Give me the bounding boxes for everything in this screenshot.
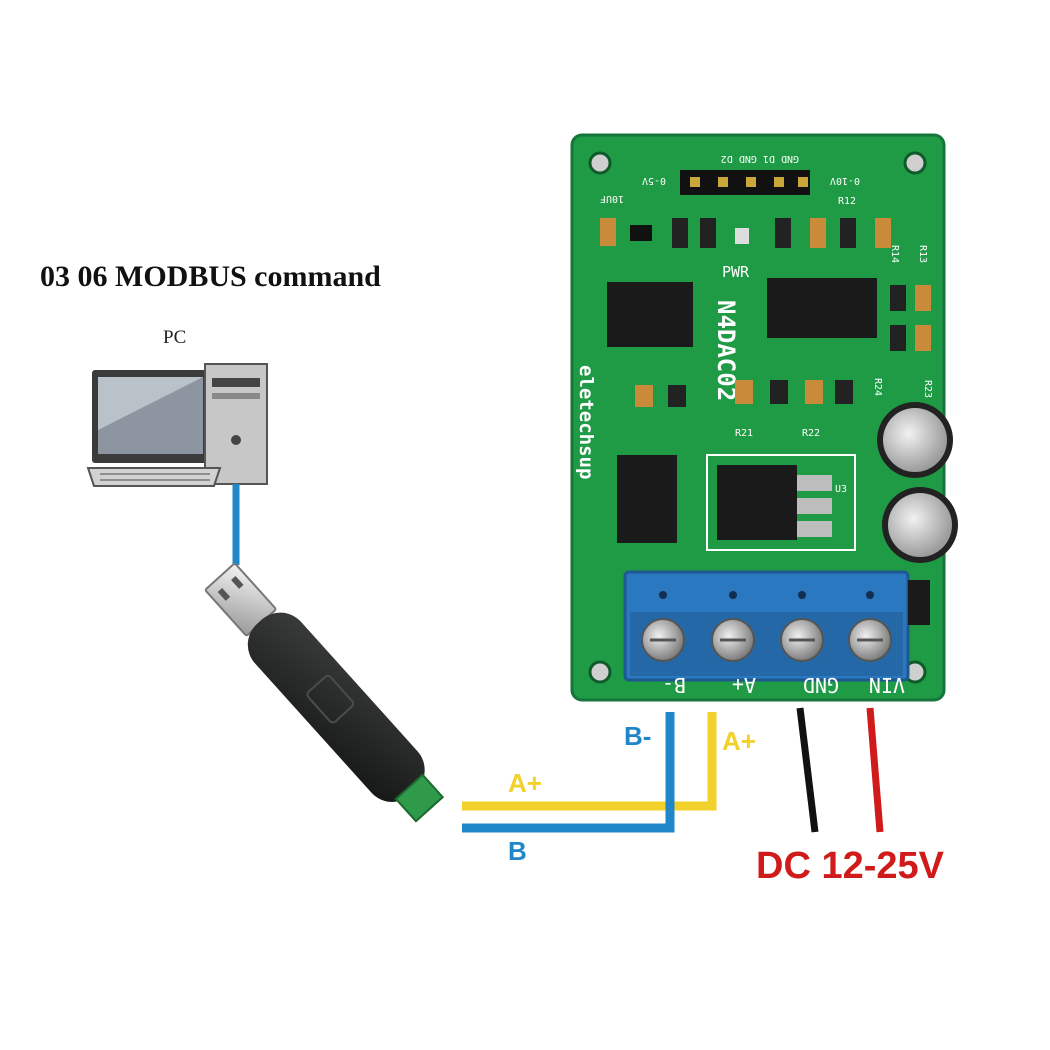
regulator-label: U3: [835, 484, 847, 495]
vin-wire: [866, 707, 884, 833]
title: 03 06 MODBUS command: [40, 260, 381, 293]
b-minus-wire: [462, 712, 675, 833]
gnd-wire: [796, 707, 819, 833]
power-label: DC 12-25V: [756, 845, 945, 887]
pwr-label: PWR: [722, 263, 750, 281]
terminal-label-a-plus: A+: [732, 673, 756, 697]
a-plus-usb-label: A+: [508, 768, 542, 798]
resistor-label: R21: [735, 428, 753, 439]
resistor-label: R13: [917, 245, 928, 263]
a-plus-wire: [462, 712, 717, 811]
header-left-label: 0-5V: [642, 175, 666, 186]
electrolytic-capacitor: [877, 402, 958, 563]
resistor-label: R22: [802, 428, 820, 439]
usb-rs485-adapter: [204, 563, 445, 823]
pcb-board: GND D1 GND D2 0-5V 0-10V 10UF PWR N4DAC0…: [570, 133, 958, 702]
header-top-label: GND D1 GND D2: [721, 153, 799, 164]
pc-label: PC: [163, 327, 186, 348]
ic-chip: [607, 278, 877, 543]
terminal-label-b-minus: B-: [662, 673, 686, 697]
terminal-label-gnd: GND: [803, 673, 839, 697]
pin-header: [680, 170, 810, 195]
resistor-label: R14: [889, 245, 900, 263]
brand-label: eletechsup: [575, 365, 597, 479]
voltage-regulator: [706, 454, 856, 551]
b-minus-board-label: B-: [624, 721, 651, 751]
computer-icon: [86, 363, 268, 487]
b-minus-usb-label: B: [508, 836, 527, 866]
resistor-label: R12: [838, 196, 856, 207]
resistor-label: R23: [922, 380, 933, 398]
mount-hole: [588, 151, 612, 175]
smd-components: [600, 218, 891, 248]
resistor-label: R24: [872, 378, 883, 396]
terminal-label-vin: VIN: [869, 673, 905, 697]
green-terminal: [394, 773, 445, 823]
a-plus-board-label: A+: [722, 726, 756, 756]
header-right-label: 0-10V: [830, 175, 860, 186]
terminal-block: [623, 570, 930, 682]
cap-label: 10UF: [600, 193, 624, 204]
mount-hole: [588, 660, 612, 684]
resistor-array: [635, 285, 931, 407]
mount-hole: [903, 151, 927, 175]
